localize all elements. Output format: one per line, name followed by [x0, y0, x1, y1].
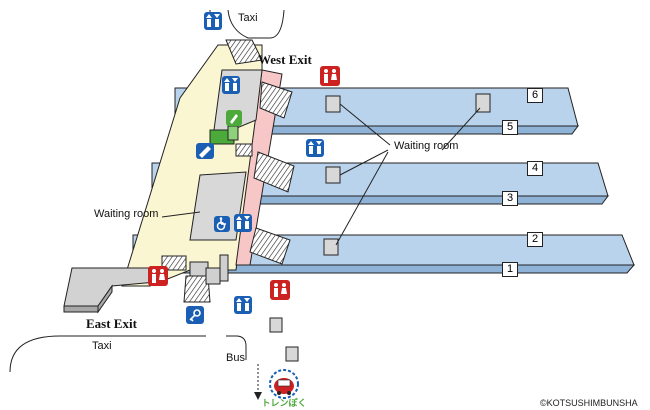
elevator-icon	[222, 76, 240, 94]
taxi-top-label: Taxi	[238, 12, 258, 24]
stairs-concourse-lower	[161, 255, 187, 271]
copyright-text: ©KOTSUSHIMBUNSHA	[540, 398, 638, 408]
waiting-room-label-left: Waiting room	[94, 208, 159, 220]
exit-icon	[226, 110, 242, 126]
elevator-icon	[204, 12, 222, 30]
mascot-logo: トレンぽくん	[258, 366, 310, 408]
track-number-4: 4	[527, 161, 543, 176]
ticket-gate-icon	[196, 143, 214, 159]
leader-lines	[161, 103, 481, 246]
mascot-text: トレンぽくん	[261, 398, 307, 408]
bus-label: Bus	[226, 352, 245, 364]
track-number-1: 1	[502, 262, 518, 277]
taxi-bottom-label: Taxi	[92, 340, 112, 352]
track-number-2: 2	[527, 232, 543, 247]
stairs-to-platform-6	[259, 81, 293, 119]
stairs-to-platform-2	[249, 227, 291, 265]
restroom-icon	[148, 266, 168, 286]
stairs-west-exit	[225, 39, 263, 65]
east-exit-label: East Exit	[86, 316, 137, 331]
elevator-icon	[234, 214, 252, 232]
restroom-icon	[320, 66, 340, 86]
lower-building	[189, 171, 247, 241]
track-number-3: 3	[502, 191, 518, 206]
taxi-bottom-road	[9, 335, 206, 373]
restroom-icon	[270, 280, 290, 300]
wheelchair-icon	[214, 216, 230, 232]
waiting-room-boxes	[323, 93, 491, 256]
key-icon	[186, 306, 204, 324]
waiting-room-label-right: Waiting room	[394, 140, 459, 152]
track-number-6: 6	[527, 88, 543, 103]
west-exit-label: West Exit	[258, 52, 312, 67]
elevator-icon	[306, 139, 324, 157]
stairs-to-platform-4	[253, 151, 295, 193]
track-number-5: 5	[502, 120, 518, 135]
elevator-icon	[234, 296, 252, 314]
stairs-gate	[235, 143, 253, 157]
